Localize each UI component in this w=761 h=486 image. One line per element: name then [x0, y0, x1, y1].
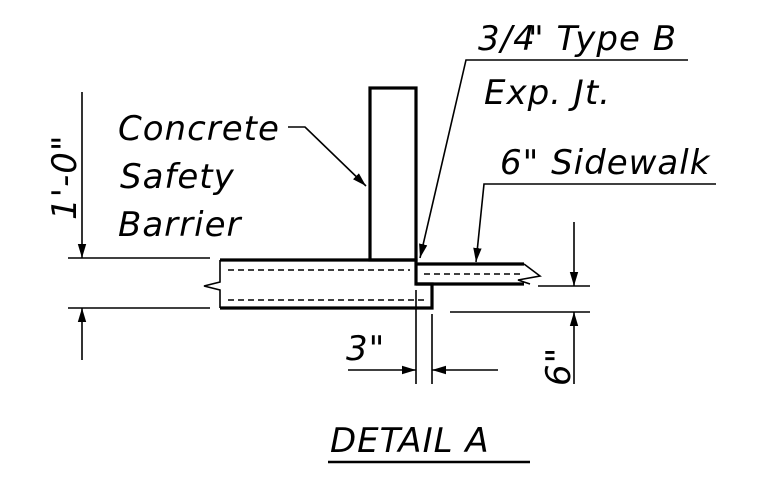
dim-right-label: 6" [539, 347, 579, 386]
joint-exp-label: Exp. Jt. [484, 73, 611, 113]
dim-left-label: 1'-0" [45, 134, 85, 220]
sidewalk-label: 6" Sidewalk [500, 143, 711, 183]
sidewalk-break [517, 263, 542, 285]
deck-slab [220, 258, 434, 310]
detail-title: DETAIL A [330, 421, 490, 461]
joint-fraction-label: 3/4 [478, 19, 536, 59]
barrier-label-line1: Concrete [118, 109, 280, 149]
joint-leader [419, 59, 688, 259]
barrier-label-line3: Barrier [118, 205, 242, 245]
sidewalk-slab [416, 262, 524, 286]
safety-barrier [368, 86, 418, 262]
joint-type-label: " Type B [528, 19, 677, 59]
barrier-leader [288, 126, 367, 187]
barrier-label-line2: Safety [120, 157, 235, 197]
deck-break [203, 260, 221, 308]
sidewalk-leader [473, 183, 716, 263]
dim-bottom-label: 3" [346, 329, 385, 369]
